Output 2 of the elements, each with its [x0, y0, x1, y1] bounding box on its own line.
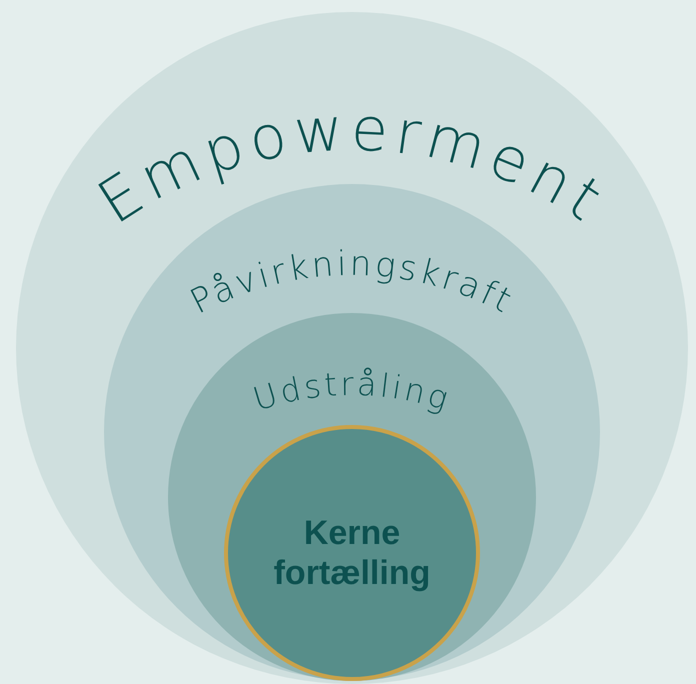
center-label: Kerne fortælling — [272, 513, 432, 593]
ring-label: Udstråling — [248, 364, 456, 418]
